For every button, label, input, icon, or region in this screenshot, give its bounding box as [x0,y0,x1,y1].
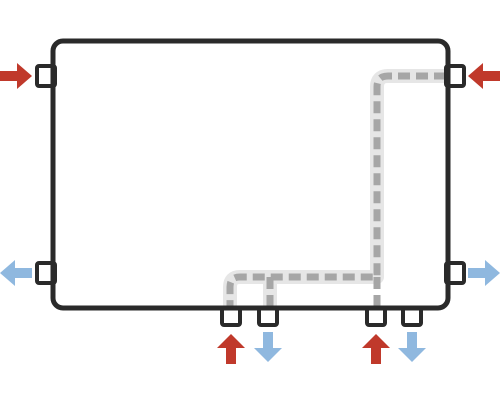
connection-bottom-1 [220,306,242,327]
internal-pipe [223,69,446,318]
bottom-connections [220,306,423,327]
supply-arrow-left-icon [468,63,500,89]
return-arrow-down-icon [398,332,426,362]
supply-arrow-up-icon [362,334,390,364]
return-arrow-right-icon [468,260,500,286]
connection-bottom-2 [257,306,279,327]
supply-arrow-right-icon [0,63,32,89]
return-arrow-down-icon [254,332,282,362]
flow-arrows [0,63,500,364]
internal-pipe-dash [226,72,446,318]
radiator-panel [50,38,451,311]
return-arrow-left-icon [0,260,32,286]
internal-pipe-halo [223,69,446,318]
connection-bottom-3 [365,306,387,327]
side-connections [35,64,466,285]
connection-bottom-4 [401,306,423,327]
supply-arrow-up-icon [217,334,245,364]
